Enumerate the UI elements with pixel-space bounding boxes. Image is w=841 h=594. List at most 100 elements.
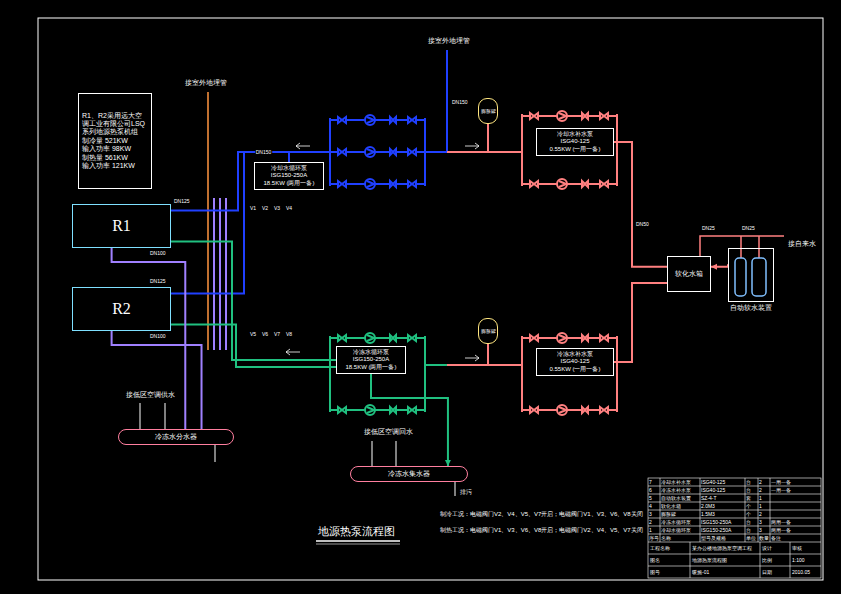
pipe-graphic (447, 364, 522, 366)
annotation-label: V6 (262, 332, 268, 337)
table-cell: 2 (649, 520, 652, 525)
annotation-label: DN50 (636, 222, 649, 227)
table-cell: 台 (746, 488, 751, 493)
pipe-connector (112, 248, 186, 429)
table-cell: 台 (746, 480, 751, 485)
box-text: 膨胀罐 (481, 108, 496, 114)
annotation-label: V3 (274, 206, 280, 211)
pipe-connector (112, 331, 202, 429)
pipe-graphic (521, 114, 523, 186)
pipe-graphic (648, 502, 821, 503)
table-cell: 1 (759, 496, 762, 501)
pipe-graphic (760, 542, 761, 578)
title-block-grid (648, 478, 821, 578)
annotation-label: 接低区空调回水 (364, 428, 413, 435)
pipe-graphic (522, 405, 617, 415)
table-cell: 台 (746, 520, 751, 525)
annotation-label: DN125 (174, 199, 190, 204)
water-distributor: 冷冻水分水器 (118, 429, 234, 445)
table-cell: 3 (759, 520, 762, 525)
water-tank: 软化水箱 (667, 256, 711, 292)
table-cell: 日期 (762, 570, 772, 575)
pipe-connector (614, 142, 667, 267)
table-cell: 备注 (771, 536, 781, 541)
box-text: R2 (112, 299, 131, 318)
box-text: 冷却水补水泵 (557, 131, 593, 138)
box-text: 软化水箱 (675, 270, 703, 278)
pipe-graphic (648, 518, 821, 519)
table-cell: 序号 (649, 536, 659, 541)
annotation-label: V2 (262, 206, 268, 211)
annotation-label: 接自来水 (788, 240, 816, 247)
box-text: 制热量 561KW (82, 154, 128, 162)
annotation-label: 接室外地埋管 (185, 79, 227, 86)
table-cell: 冷却水循环泵 (661, 528, 691, 533)
table-cell: 图号 (650, 570, 660, 575)
annotation-label: 排污 (460, 489, 472, 495)
table-cell: 型号及规格 (701, 536, 726, 541)
table-cell: 数量 (759, 536, 769, 541)
pipe-graphic (522, 333, 617, 343)
box-text: 18.5KW (两用一备) (263, 180, 314, 187)
pipe-graphic (522, 179, 617, 189)
pipe-graphic (455, 482, 456, 496)
table-cell: 冷却水补水泵 (661, 480, 691, 485)
annotation-label: 接低区空调供水 (126, 391, 175, 398)
table-cell: 一用一备 (771, 480, 791, 485)
pipe-graphic (316, 540, 400, 542)
water-collector: 冷冻水集水器 (350, 466, 468, 482)
pipe-graphic (372, 441, 373, 466)
table-cell: 3 (649, 512, 652, 517)
pipe-graphic (487, 124, 489, 152)
table-cell: 1:100 (792, 558, 805, 563)
pipe-graphic (790, 542, 791, 578)
pipe-graphic (165, 403, 166, 429)
pipe-graphic (700, 236, 784, 256)
box-text: 0.55KW (一用一备) (549, 366, 600, 373)
pipe-graphic (616, 336, 618, 412)
annotation-label: V7 (274, 332, 280, 337)
table-cell: ISG150-250A (701, 528, 731, 533)
pump-label-box: 冷冻水循环泵ISG150-250A18.5KW (两用一备) (336, 346, 406, 374)
table-cell: 6 (649, 488, 652, 493)
pipe-graphic (447, 151, 522, 153)
pipe-graphic (700, 478, 701, 542)
box-text: ISG40-125 (560, 138, 589, 145)
pump-label-box: 冷却水补水泵ISG40-1250.55KW (一用一备) (536, 128, 614, 156)
pipe-graphic (648, 510, 821, 511)
pipe-graphic (425, 151, 447, 153)
table-cell: 膨胀罐 (661, 512, 676, 517)
table-cell: 自动软水装置 (661, 496, 691, 501)
box-text: R1 (112, 216, 131, 235)
expansion-tank: 膨胀罐 (478, 318, 498, 344)
table-cell: 4 (649, 504, 652, 509)
pipe-graphic (660, 478, 661, 542)
pipe-graphic (648, 478, 821, 578)
box-text: 冷冻水补水泵 (557, 351, 593, 358)
table-cell: 两用一备 (771, 520, 791, 525)
pipe-connector (171, 241, 336, 360)
box-text: 冷冻水循环泵 (353, 349, 389, 356)
box-text: 冷冻水集水器 (388, 470, 430, 478)
table-cell: 个 (746, 504, 751, 509)
pipe-graphic (207, 92, 209, 350)
table-cell: 冷冻水循环泵 (661, 520, 691, 525)
pipe-graphic (330, 147, 425, 157)
box-text: ISG40-125 (560, 358, 589, 365)
pipe-size-label: DN150 (255, 150, 273, 155)
table-cell: ISG40-125 (701, 480, 725, 485)
pipe-graphic (215, 445, 216, 462)
pipe-graphic (648, 486, 821, 487)
pipe-graphic (330, 115, 425, 125)
annotation-label: V5 (250, 332, 256, 337)
pipe-graphic (330, 333, 425, 343)
manifold (208, 92, 226, 350)
annotation-label: V4 (286, 206, 292, 211)
pipe-graphic (296, 143, 310, 149)
title-underline (316, 541, 400, 544)
annotation-label: DN125 (150, 279, 166, 284)
pipe-graphic (487, 344, 489, 365)
pipe-graphic (288, 151, 330, 153)
branch-pipes (140, 403, 455, 496)
